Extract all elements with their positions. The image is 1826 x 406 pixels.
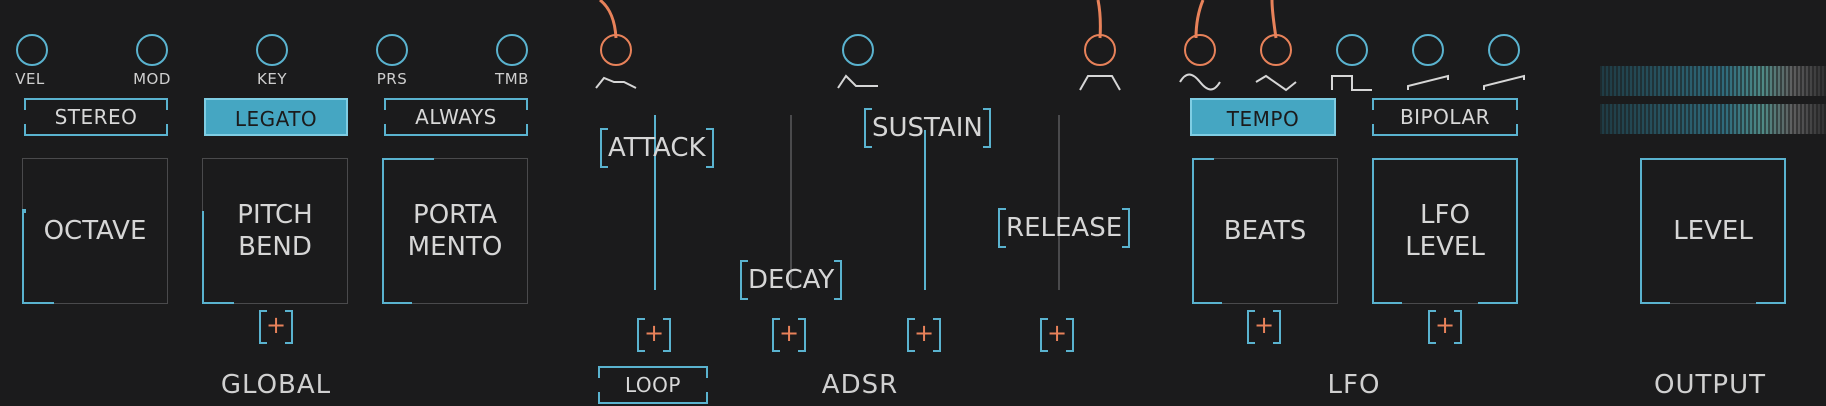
sine-wave-icon [1179, 73, 1221, 91]
release-shape-icon [1079, 75, 1121, 91]
beats-label: BEATS [1223, 216, 1307, 246]
knob-arc-top [1192, 158, 1214, 160]
lfo-triangle-out-port[interactable] [1260, 34, 1292, 66]
triangle-wave-icon [1255, 74, 1297, 92]
global-section-title: GLOBAL [220, 370, 332, 400]
release-label[interactable]: RELEASE [997, 208, 1131, 248]
knob-arc-left [1640, 158, 1642, 304]
pitch-bend-label: PITCH BEND [203, 199, 347, 263]
knob-arc-left [1372, 158, 1374, 304]
output-level-label: LEVEL [1673, 216, 1753, 246]
output-meter-left [1600, 66, 1826, 96]
vel-port[interactable] [16, 34, 48, 66]
cable-attack-env[interactable] [599, 0, 618, 39]
output-meter-right [1600, 104, 1826, 134]
adsr-section-title: ADSR [821, 370, 899, 400]
knob-arc-bottom-right [1478, 302, 1518, 304]
loop-toggle[interactable]: LOOP [598, 366, 708, 404]
decay-shape-icon [837, 74, 878, 89]
knob-arc-bottom-right [1756, 302, 1786, 304]
release-env-out-port[interactable] [1084, 34, 1116, 66]
stereo-toggle[interactable]: STEREO [24, 98, 168, 136]
saw-up-wave-icon [1483, 74, 1525, 90]
lfo-level-label-line1: LFO [1420, 200, 1470, 230]
square-wave-icon [1331, 75, 1372, 91]
octave-knob[interactable]: OCTAVE [22, 158, 168, 304]
knob-arc-left [382, 158, 384, 304]
prs-label: PRS [376, 70, 408, 88]
tmb-label: TMB [495, 70, 529, 88]
mod-port[interactable] [136, 34, 168, 66]
sustain-mod-button[interactable]: + [907, 318, 941, 352]
pitch-bend-label-line1: PITCH [237, 200, 313, 230]
knob-arc [382, 158, 434, 160]
legato-toggle[interactable]: LEGATO [204, 98, 348, 136]
attack-env-out-port[interactable] [600, 34, 632, 66]
cable-lfo-triangle[interactable] [1270, 0, 1278, 39]
portamento-label-line1: PORTA [413, 200, 497, 230]
knob-arc-bottom [382, 302, 412, 304]
decay-env-out-port[interactable] [842, 34, 874, 66]
cable-lfo-sine[interactable] [1194, 0, 1205, 39]
key-port[interactable] [256, 34, 288, 66]
cable-release-env[interactable] [1096, 0, 1102, 39]
key-label: KEY [257, 70, 287, 88]
portamento-label: PORTA MENTO [383, 199, 527, 263]
attack-mod-button[interactable]: + [637, 318, 671, 352]
vel-label: VEL [15, 70, 45, 88]
lfo-saw-down-out-port[interactable] [1412, 34, 1444, 66]
release-fader-track[interactable] [1058, 115, 1060, 290]
lfo-level-knob[interactable]: LFO LEVEL [1372, 158, 1518, 304]
pitch-bend-knob[interactable]: PITCH BEND [202, 158, 348, 304]
tempo-toggle[interactable]: TEMPO [1190, 98, 1336, 136]
prs-port[interactable] [376, 34, 408, 66]
knob-arc [22, 211, 54, 304]
knob-arc-bottom-left [1372, 302, 1402, 304]
lfo-level-mod-button[interactable]: + [1428, 310, 1462, 344]
knob-arc-right [1516, 158, 1518, 304]
decay-mod-button[interactable]: + [772, 318, 806, 352]
beats-knob[interactable]: BEATS [1192, 158, 1338, 304]
sustain-label[interactable]: SUSTAIN [864, 108, 991, 148]
bipolar-toggle[interactable]: BIPOLAR [1372, 98, 1518, 136]
lfo-section-title: LFO [1327, 370, 1381, 400]
octave-label: OCTAVE [43, 216, 147, 246]
sustain-fader[interactable] [924, 130, 926, 290]
output-level-knob[interactable]: LEVEL [1640, 158, 1786, 304]
knob-arc-bottom [1192, 302, 1222, 304]
pitch-bend-label-line2: BEND [238, 232, 312, 262]
knob-arc-right [1784, 158, 1786, 304]
knob-arc-bottom-left [1640, 302, 1670, 304]
lfo-sine-out-port[interactable] [1184, 34, 1216, 66]
knob-arc-top [1372, 158, 1518, 160]
tmb-port[interactable] [496, 34, 528, 66]
release-mod-button[interactable]: + [1040, 318, 1074, 352]
always-toggle[interactable]: ALWAYS [384, 98, 528, 136]
knob-arc-left [1192, 158, 1194, 304]
mod-label: MOD [133, 70, 171, 88]
portamento-label-line2: MENTO [407, 232, 503, 262]
lfo-square-out-port[interactable] [1336, 34, 1368, 66]
attack-label[interactable]: ATTACK [600, 128, 714, 168]
knob-arc [202, 211, 234, 304]
pitch-bend-mod-button[interactable]: + [259, 310, 293, 344]
saw-down-wave-icon [1407, 74, 1449, 90]
lfo-level-label-line2: LEVEL [1405, 232, 1485, 262]
portamento-knob[interactable]: PORTA MENTO [382, 158, 528, 304]
output-section-title: OUTPUT [1654, 370, 1766, 400]
decay-label[interactable]: DECAY [739, 260, 843, 300]
lfo-level-label: LFO LEVEL [1373, 199, 1517, 263]
lfo-saw-up-out-port[interactable] [1488, 34, 1520, 66]
knob-arc-top [1640, 158, 1786, 160]
decay-fader-track[interactable] [790, 115, 792, 290]
beats-mod-button[interactable]: + [1247, 310, 1281, 344]
attack-shape-icon [595, 76, 637, 89]
attack-fader[interactable] [654, 115, 656, 290]
